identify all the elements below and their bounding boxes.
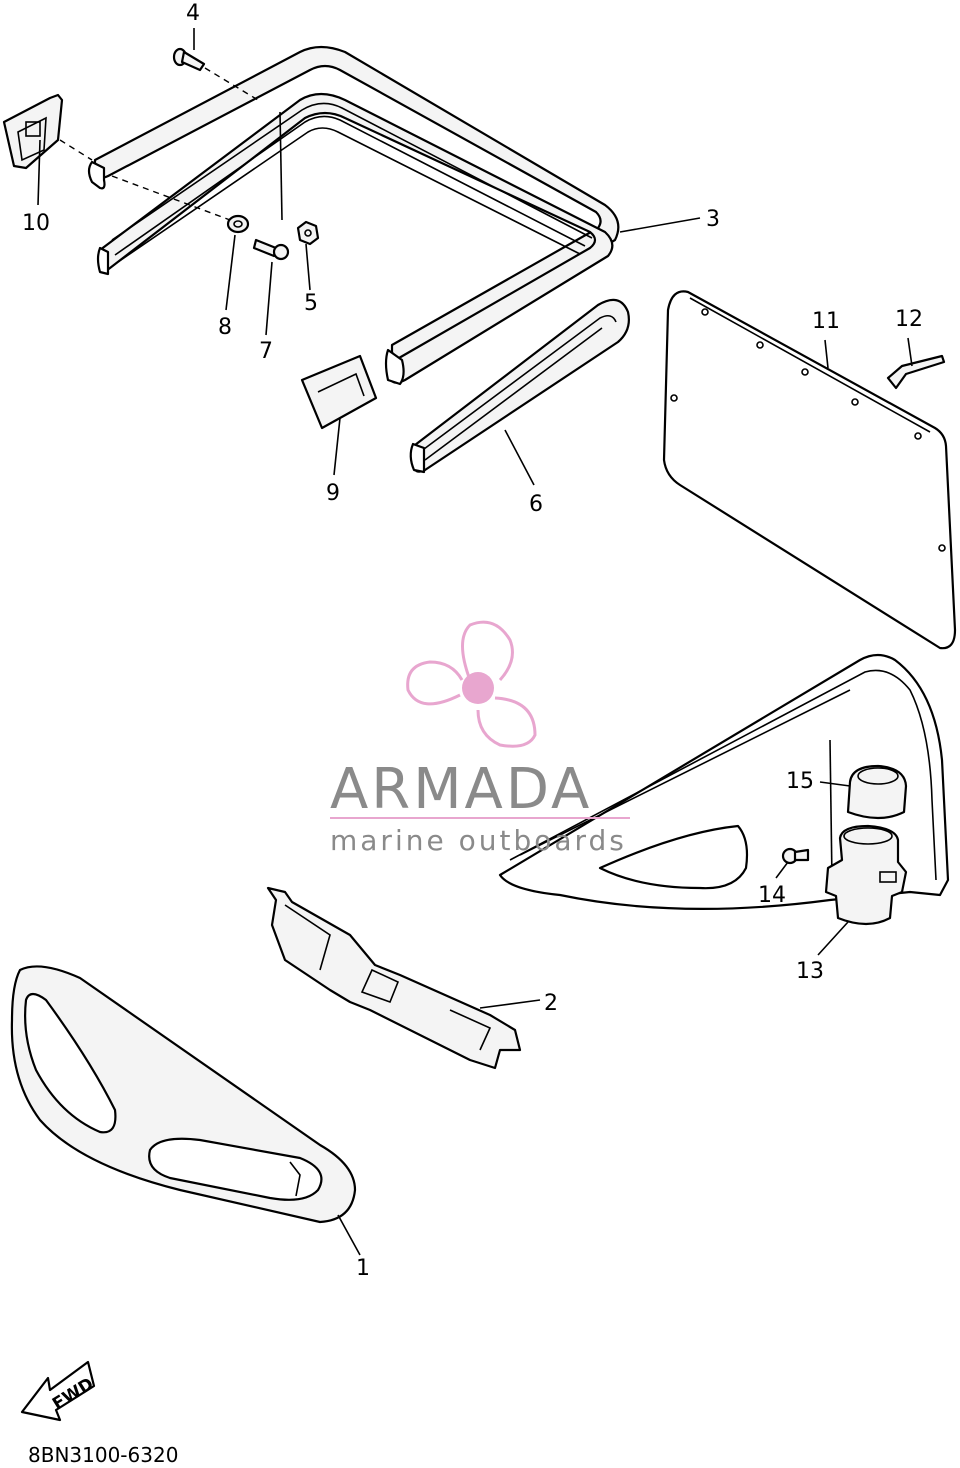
part-11-panel	[662, 290, 957, 650]
callout-12: 12	[895, 307, 923, 332]
callout-13: 13	[796, 959, 824, 984]
part-8-washer	[111, 175, 250, 234]
part-13-fitting	[824, 824, 908, 926]
callout-11: 11	[812, 309, 840, 334]
propeller-logo-icon	[406, 620, 537, 748]
callout-15: 15	[786, 769, 814, 794]
diagram-code: 8BN3100-6320	[28, 1443, 178, 1467]
part-6-rail	[409, 298, 630, 474]
part-10-bracket	[2, 93, 93, 170]
hull-section	[498, 653, 950, 910]
forward-arrow-icon: FWD	[20, 1360, 97, 1422]
part-5-nut	[296, 220, 320, 246]
part-15-cap	[846, 764, 908, 820]
callout-7: 7	[259, 339, 273, 364]
part-12-rivet	[886, 354, 946, 390]
part-9-pad	[300, 354, 378, 430]
part-1-handle	[10, 965, 357, 1224]
watermark-logo: ARMADA marine outboards	[330, 620, 630, 857]
callout-14: 14	[758, 883, 786, 908]
watermark-name: ARMADA	[330, 757, 592, 822]
callout-6: 6	[529, 492, 543, 517]
part-7-screw	[252, 238, 290, 261]
callout-3: 3	[706, 207, 720, 232]
callout-10: 10	[22, 211, 50, 236]
callout-1: 1	[356, 1256, 370, 1281]
part-2-strap	[266, 886, 522, 1070]
leader-lines	[37, 28, 913, 1256]
callout-5: 5	[304, 291, 318, 316]
callout-4: 4	[186, 1, 200, 26]
callout-9: 9	[326, 481, 340, 506]
part-14-clip	[781, 847, 810, 865]
part-4-screw	[172, 47, 259, 101]
callout-8: 8	[218, 315, 232, 340]
callout-2: 2	[544, 991, 558, 1016]
callout-labels: 4 3 10 8 7 5 9 6 11 12 15 14 13 2 1	[22, 1, 923, 1281]
part-3-rail	[87, 45, 620, 386]
watermark-tagline: marine outboards	[330, 824, 627, 857]
